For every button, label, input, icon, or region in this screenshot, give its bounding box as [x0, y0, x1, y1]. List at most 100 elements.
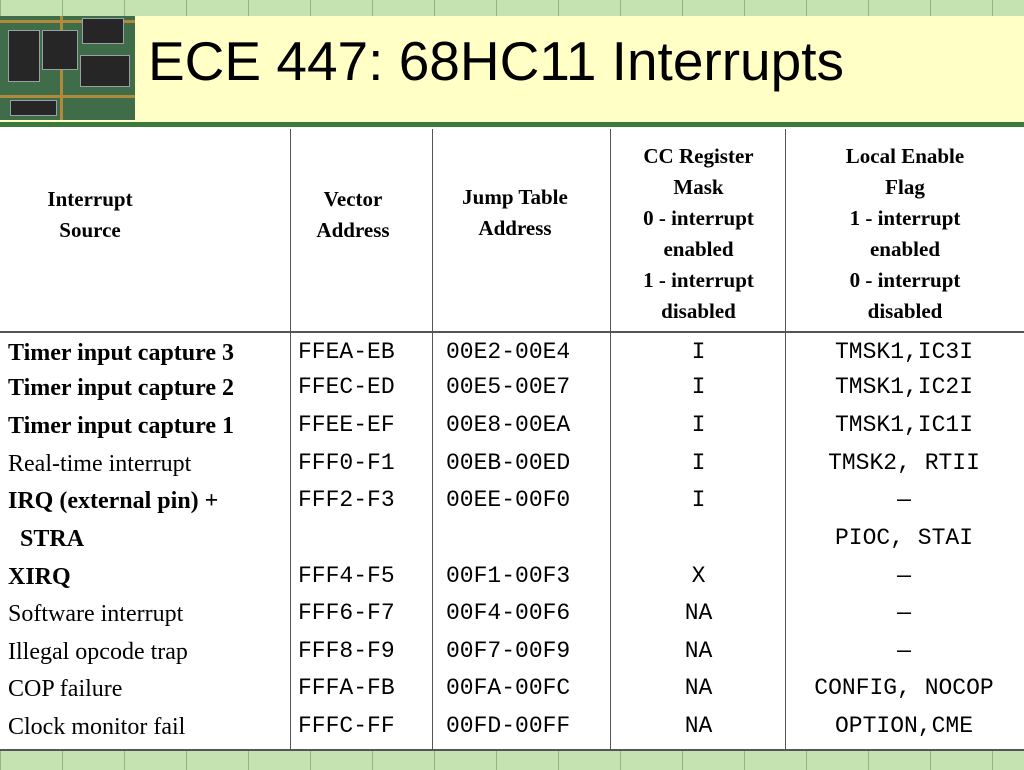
header-line: Address — [316, 218, 390, 242]
interrupt-source-cell: Timer input capture 2 — [8, 375, 235, 401]
grid-cell — [62, 751, 63, 770]
vector-address-cell: FFFA-FB — [298, 675, 395, 701]
jump-table-address-cell: 00FD-00FF — [446, 713, 571, 739]
header-line: 1 - interrupt — [643, 268, 754, 292]
interrupt-source-cell: STRA — [8, 526, 85, 552]
header-line: Mask — [673, 175, 724, 199]
local-enable-flag-cell: — — [897, 638, 911, 664]
slide-header: ECE 447: 68HC11 Interrupts — [0, 0, 1024, 124]
grid-cell — [0, 751, 1, 770]
grid-cell — [310, 0, 311, 16]
vector-address-cell: FFF8-F9 — [298, 638, 395, 664]
vector-address-cell: FFF2-F3 — [298, 487, 395, 513]
interrupt-source-cell: Timer input capture 3 — [8, 340, 235, 366]
header-divider — [0, 331, 1024, 333]
column-divider — [290, 129, 291, 749]
grid-cell — [310, 751, 311, 770]
vector-address-cell: FFEC-ED — [298, 374, 395, 400]
header-jump-table-address: Jump Table Address — [434, 182, 596, 244]
jump-table-address-cell: 00EB-00ED — [446, 450, 571, 476]
local-enable-flag-cell: — — [897, 487, 911, 513]
vector-address-cell: FFF6-F7 — [298, 600, 395, 626]
header-line: disabled — [661, 299, 736, 323]
header-line: enabled — [663, 237, 734, 261]
vector-address-cell: FFFC-FF — [298, 713, 395, 739]
grid-cell — [186, 751, 187, 770]
jump-table-address-cell: 00FA-00FC — [446, 675, 571, 701]
header-line: Jump Table — [462, 185, 568, 209]
local-enable-flag-cell: TMSK1,IC3I — [834, 339, 974, 365]
local-enable-flag-cell: PIOC, STAI — [834, 525, 974, 551]
cc-mask-cell: NA — [684, 675, 713, 701]
cc-mask-cell: NA — [684, 638, 713, 664]
slide-title: ECE 447: 68HC11 Interrupts — [148, 30, 845, 92]
local-enable-flag-cell: TMSK2, RTII — [828, 450, 980, 476]
grid-cell — [558, 0, 559, 16]
jump-table-address-cell: 00F1-00F3 — [446, 563, 571, 589]
vector-address-cell: FFF0-F1 — [298, 450, 395, 476]
cc-mask-cell: I — [691, 374, 706, 400]
header-line: Local Enable — [845, 144, 965, 168]
grid-cell — [0, 0, 1, 16]
vector-address-cell: FFEA-EB — [298, 339, 395, 365]
header-line: Vector — [323, 187, 383, 211]
header-line: 0 - interrupt — [643, 206, 754, 230]
column-divider — [432, 129, 433, 749]
vector-address-cell: FFEE-EF — [298, 412, 395, 438]
header-line: enabled — [869, 237, 940, 261]
vector-address-cell: FFF4-F5 — [298, 563, 395, 589]
grid-cell — [620, 0, 621, 16]
header-line: Source — [59, 218, 121, 242]
column-divider — [610, 129, 611, 749]
cc-mask-cell: X — [691, 563, 706, 589]
interrupt-source-cell: IRQ (external pin) + — [8, 488, 219, 514]
interrupt-source-cell: Illegal opcode trap — [8, 639, 188, 665]
grid-cell — [248, 751, 249, 770]
grid-cell — [806, 751, 807, 770]
grid-cell — [744, 0, 745, 16]
circuit-board-image — [0, 0, 135, 120]
grid-cell — [682, 751, 683, 770]
cc-mask-cell: I — [691, 412, 706, 438]
header-line: Address — [478, 216, 552, 240]
header-interrupt-source: Interrupt Source — [0, 184, 180, 246]
grid-cell — [372, 751, 373, 770]
local-enable-flag-cell: OPTION,CME — [834, 713, 974, 739]
interrupt-source-cell: XIRQ — [8, 564, 71, 590]
grid-cell — [124, 751, 125, 770]
grid-cell — [744, 751, 745, 770]
local-enable-flag-cell: — — [897, 600, 911, 626]
header-line: Flag — [885, 175, 925, 199]
jump-table-address-cell: 00E5-00E7 — [446, 374, 571, 400]
cc-mask-cell: NA — [684, 600, 713, 626]
grid-cell — [124, 0, 125, 16]
local-enable-flag-cell: — — [897, 563, 911, 589]
cc-mask-cell: NA — [684, 713, 713, 739]
grid-cell — [496, 751, 497, 770]
grid-cell — [558, 751, 559, 770]
header-cc-register-mask: CC Register Mask 0 - interrupt enabled 1… — [612, 141, 785, 327]
grid-cell — [434, 0, 435, 16]
interrupt-source-cell: Software interrupt — [8, 601, 184, 627]
grid-cell — [868, 751, 869, 770]
cc-mask-cell: I — [691, 339, 706, 365]
column-divider — [785, 129, 786, 749]
top-grid-strip — [0, 0, 1024, 16]
local-enable-flag-cell: TMSK1,IC1I — [834, 412, 974, 438]
grid-cell — [620, 751, 621, 770]
grid-cell — [186, 0, 187, 16]
grid-cell — [62, 0, 63, 16]
header-line: 0 - interrupt — [849, 268, 961, 292]
local-enable-flag-cell: TMSK1,IC2I — [834, 374, 974, 400]
jump-table-address-cell: 00EE-00F0 — [446, 487, 571, 513]
grid-cell — [930, 751, 931, 770]
grid-cell — [930, 0, 931, 16]
jump-table-address-cell: 00E2-00E4 — [446, 339, 571, 365]
cc-mask-cell: I — [691, 487, 706, 513]
grid-cell — [248, 0, 249, 16]
header-line: 1 - interrupt — [849, 206, 961, 230]
grid-cell — [806, 0, 807, 16]
header-line: disabled — [867, 299, 943, 323]
jump-table-address-cell: 00E8-00EA — [446, 412, 571, 438]
header-vector-address: Vector Address — [292, 184, 414, 246]
